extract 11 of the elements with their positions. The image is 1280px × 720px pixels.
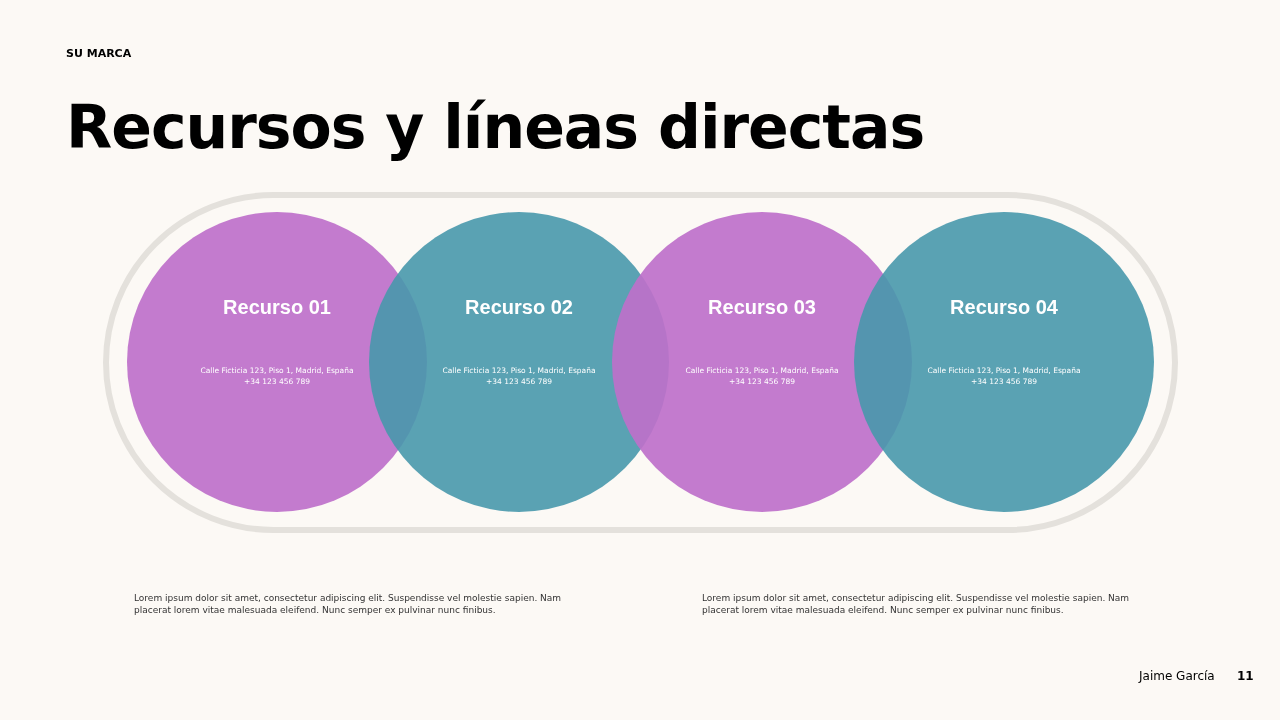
body-text: Lorem ipsum dolor sit amet, consectetur adipiscing elit. Suspendisse vel molestie sapien. Nam placerat lorem vitae malesuada eleifend. Nunc semper ex pulvinar nunc finibus. bbox=[702, 592, 1131, 616]
slide-title: Recursos y líneas directas bbox=[66, 92, 925, 162]
body-text: Lorem ipsum dolor sit amet, consectetur adipiscing elit. Suspendisse vel molestie sapien. Nam placerat lorem vitae malesuada eleifend. Nunc semper ex pulvinar nunc finibus. bbox=[134, 592, 563, 616]
circle-heading: Recurso 03 bbox=[707, 296, 817, 319]
circle-heading: Recurso 04 bbox=[949, 296, 1059, 319]
brand-label: SU MARCA bbox=[66, 47, 132, 60]
rounded-band bbox=[103, 192, 1178, 533]
circle-heading: Recurso 02 bbox=[464, 296, 574, 319]
circle-heading: Recurso 01 bbox=[222, 296, 332, 319]
page-number: 11 bbox=[1237, 669, 1254, 683]
author-name: Jaime García bbox=[1139, 669, 1215, 683]
